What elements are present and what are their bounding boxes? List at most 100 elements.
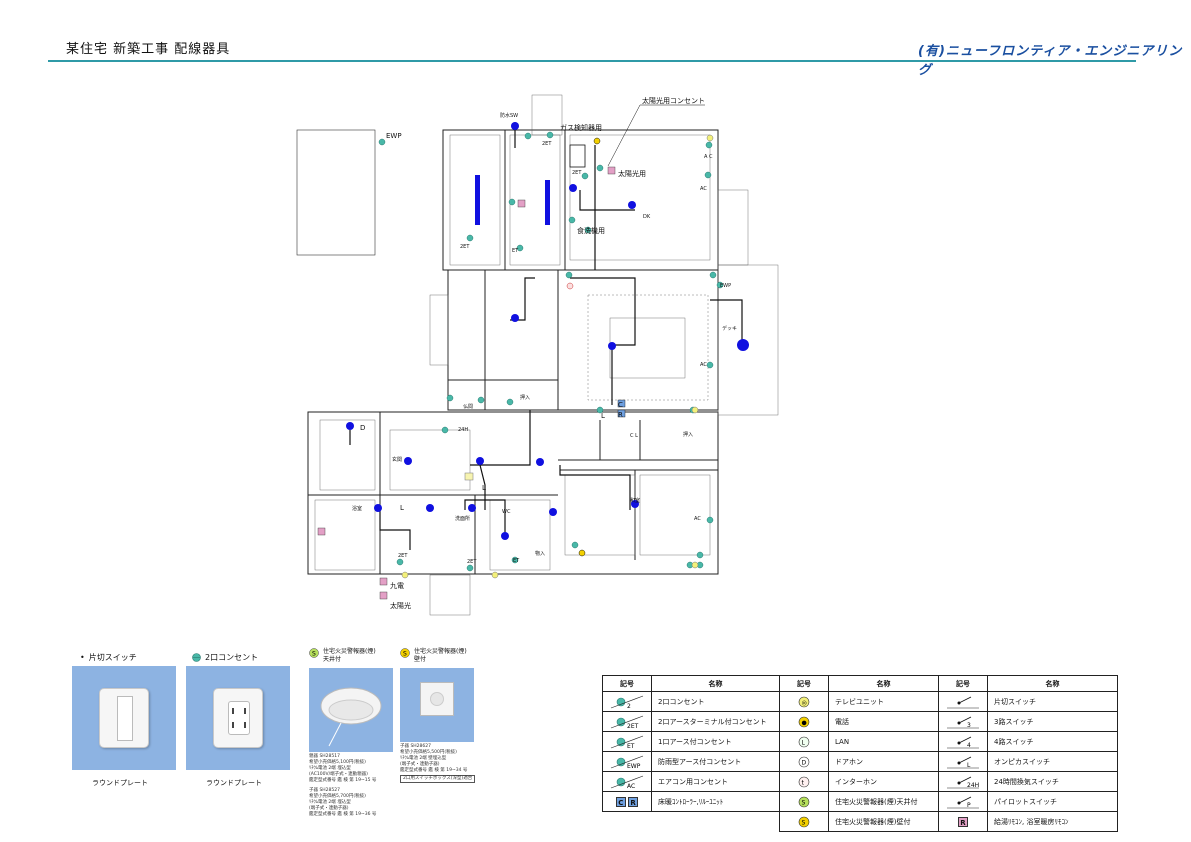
heater-bar-2 — [545, 180, 550, 225]
card-title: 片切スイッチ — [88, 653, 137, 662]
label-ac-top: A C — [704, 154, 713, 160]
ceiling-detector-picture — [320, 687, 382, 747]
child-spec2: (端子式・連動子器) — [309, 806, 349, 811]
device-symbol-icon: S — [798, 796, 810, 807]
symbol-sub: 3 — [967, 722, 971, 729]
wiring — [349, 122, 743, 550]
heater-bar-1 — [475, 175, 480, 225]
device-symbol-icon: L — [798, 736, 810, 747]
symbol-sub: ET — [627, 743, 635, 749]
thin-walls — [314, 94, 779, 616]
label-gas-detector: ガス検知器用 — [560, 123, 602, 132]
legend-name-cell: 4路スイッチ — [987, 731, 1118, 752]
legend-name-cell: 床暖ｺﾝﾄﾛｰﾗｰ,ﾘﾙｰﾕﾆｯﾄ — [651, 791, 780, 812]
symbol-sub: 4 — [967, 742, 971, 749]
card-image — [400, 668, 474, 742]
card-title: 住宅火災警報器(煙) 天井付 — [323, 648, 376, 663]
legend-symbol-cell: 24H — [938, 771, 988, 792]
label-2et-1: 2ET — [542, 141, 552, 147]
legend-name: 片切スイッチ — [994, 697, 1036, 706]
legend-name-cell: 給湯ﾘﾓｺﾝ, 浴室暖房ﾘﾓｺﾝ — [987, 811, 1118, 832]
switch-symbol-icon: 3 — [947, 716, 979, 729]
card-image — [186, 666, 290, 770]
symbol-sub: 24H — [967, 782, 979, 789]
legend-name-cell: 24時間換気スイッチ — [987, 771, 1118, 792]
switch-plate — [99, 688, 149, 748]
legend-symbol-cell: ◎ — [779, 691, 829, 712]
legend-header-symbol: 記号 — [779, 675, 829, 692]
legend-name-cell: エアコン用コンセント — [651, 771, 780, 792]
symbol-sub: P — [967, 802, 971, 809]
legend-name: 住宅火災警報器(煙)天井付 — [835, 797, 918, 806]
label-wc: WC — [502, 509, 511, 515]
legend-name: 4路スイッチ — [994, 737, 1034, 746]
symbol-sub: 2ET — [627, 723, 639, 729]
legend-symbol-cell: AC — [602, 771, 652, 792]
legend-symbol-cell: EWP — [602, 751, 652, 772]
child-model: SH28527 — [319, 788, 340, 793]
outlet-symbol-icon: ET — [610, 735, 644, 749]
symbol-glyph: D — [802, 759, 807, 766]
legend-header-symbol: 記号 — [938, 675, 988, 692]
label-yokushitsu: 浴室 — [352, 505, 362, 512]
label-deck: デッキ — [722, 325, 737, 332]
label-dishwasher: 食洗機用 — [577, 226, 605, 235]
legend-name-cell: 2口アースターミナル付コンセント — [651, 711, 780, 732]
label-genkan: 玄関 — [392, 456, 402, 463]
label-senmen: 洗面所 — [455, 515, 470, 522]
label-c: C — [618, 401, 623, 409]
legend-name-cell: テレビユニット — [828, 691, 939, 712]
child-spec: ﾘﾁｳﾑ電池 2端 埋込型 — [309, 800, 351, 805]
legend-name: 防雨型アース付コンセント — [658, 757, 742, 766]
child-price: 希望小売価格5,500円(税抜) — [400, 750, 457, 755]
legend-name: 給湯ﾘﾓｺﾝ, 浴室暖房ﾘﾓｺﾝ — [994, 817, 1069, 826]
legend-name: テレビユニット — [835, 697, 884, 706]
legend-name-cell: 1口アース付コンセント — [651, 731, 780, 752]
label-24h: 24H — [458, 427, 468, 433]
legend-name-cell: 2口コンセント — [651, 691, 780, 712]
device-symbol-icon: t — [798, 776, 810, 787]
card-single-switch: • 片切スイッチ ラウンドプレート — [72, 652, 177, 792]
legend-row: 2 2口コンセント◎ テレビユニット 片切スイッチ — [602, 691, 1118, 712]
label-r: R — [618, 411, 623, 419]
label-washitsu: 和室 — [630, 497, 640, 504]
label-kyuden: 九電 — [390, 581, 404, 590]
remote-badge-icon: R — [958, 816, 968, 827]
floor-plan: EWP 太陽光用コンセント ガス検知器用 太陽光用 食洗機用 DK 防水SW E… — [296, 94, 779, 616]
legend-symbol-cell: ● — [779, 711, 829, 732]
label-d: D — [360, 424, 365, 432]
symbol-sub: 2 — [627, 703, 631, 709]
symbol-glyph: S — [802, 799, 806, 806]
outlets — [378, 131, 724, 572]
header-rule — [48, 60, 1136, 62]
switch-symbol-icon: 4 — [947, 736, 979, 749]
outdoor-box — [296, 129, 376, 256]
tv-units — [401, 134, 714, 579]
legend-name-cell: 3路スイッチ — [987, 711, 1118, 732]
label-ewp-top: EWP — [386, 132, 402, 140]
legend-name-cell: インターホン — [828, 771, 939, 792]
box-note: 2口用スイッチボックス(深型)適合 — [400, 775, 476, 783]
legend-name: 24時間換気スイッチ — [994, 777, 1059, 786]
legend-name: 床暖ｺﾝﾄﾛｰﾗｰ,ﾘﾙｰﾕﾆｯﾄ — [658, 797, 724, 806]
switch-symbol-icon: 24H — [947, 776, 979, 789]
label-l-3: L — [601, 412, 605, 420]
child-cert: 鑑定型式番号 鑑 検 第 19~36 号 — [309, 812, 377, 817]
legend-name-cell: LAN — [828, 731, 939, 752]
legend-name-cell: 住宅火災警報器(煙)天井付 — [828, 791, 939, 812]
switch-symbol-icon: L — [947, 756, 979, 769]
label-2et-6: 2ET — [467, 559, 477, 565]
device-symbol-icon: D — [798, 756, 810, 767]
legend-name: LAN — [835, 737, 850, 746]
card-caption: ラウンドプレート — [92, 779, 148, 787]
legend-name-cell: オンピカスイッチ — [987, 751, 1118, 772]
outlet-symbol-icon: 2ET — [610, 715, 644, 729]
legend-symbol-cell: P — [938, 791, 988, 812]
smoke-detector-wall-icon: S — [400, 648, 410, 658]
label-taiyoko: 太陽光 — [390, 601, 411, 610]
legend-row: AC エアコン用コンセント t インターホン 24H 24時間換気スイッチ — [602, 771, 1118, 792]
symbol-sub: AC — [627, 783, 635, 789]
legend-name-cell: 防雨型アース付コンセント — [651, 751, 780, 772]
